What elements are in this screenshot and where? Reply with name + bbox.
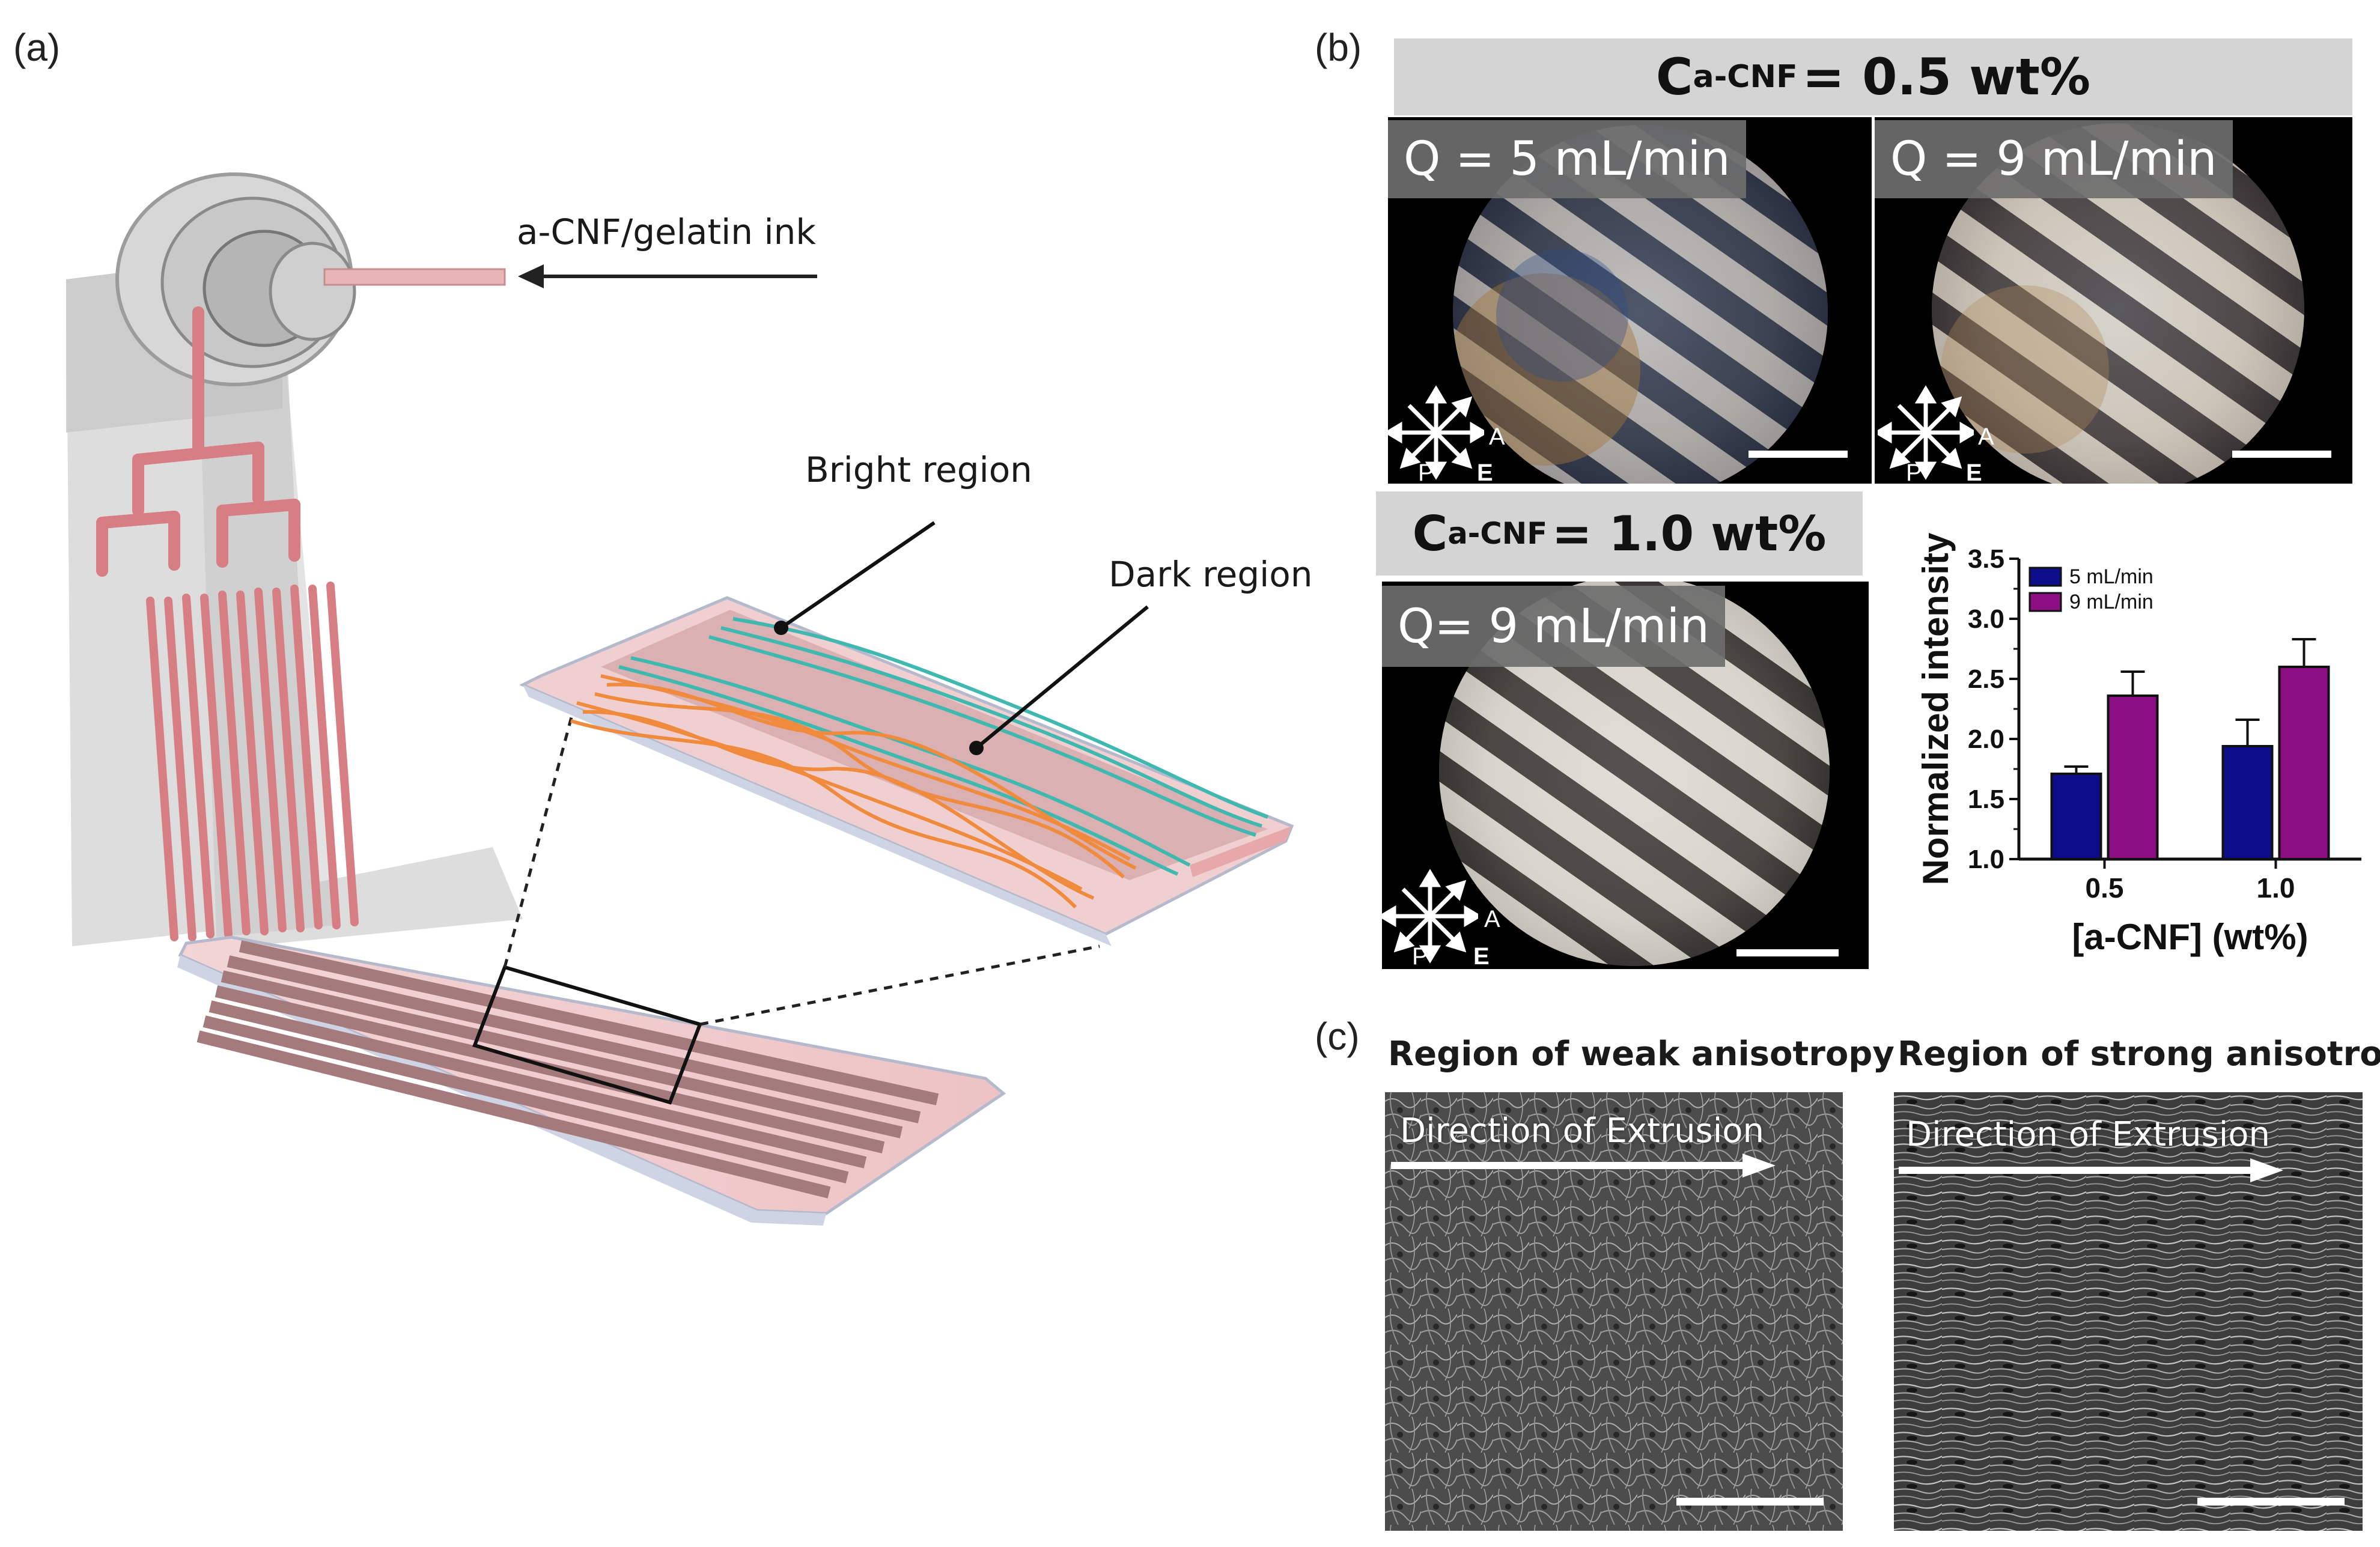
flow-rate-label-9-bottom: Q= 9 mL/min — [1382, 586, 1725, 667]
extrusion-arrow-strong — [1899, 1158, 2283, 1182]
polarizer-glyph-2 — [1878, 385, 1974, 480]
banner-sub: a-CNF — [1693, 59, 1798, 95]
sem-visual — [1894, 1092, 2363, 1531]
normalized-intensity-chart: 1.0 1.5 2.0 2.5 3.0 3.5 0.5 1.0 5 mL/min 9 mL/min… — [1916, 532, 2361, 957]
y-tick-label: 1.0 — [1968, 845, 2004, 874]
x-tick-label: 0.5 — [2086, 872, 2124, 904]
banner-suffix: = 0.5 wt% — [1802, 47, 2091, 106]
ink-label: a-CNF/gelatin ink — [517, 211, 816, 252]
flow-rate-label-9-top: Q = 9 mL/min — [1875, 120, 2233, 198]
distribution-channels — [96, 306, 300, 577]
y-tick-label: 3.0 — [1968, 604, 2004, 634]
panel-label-a: (a) — [13, 26, 61, 69]
banner-prefix: C — [1412, 505, 1448, 562]
banner-suffix: = 1.0 wt% — [1551, 505, 1827, 562]
zoom-strip — [519, 596, 1294, 946]
panel-label-c: (c) — [1315, 1015, 1360, 1058]
device-schematic — [66, 172, 1294, 1226]
flow-rate-label-5: Q = 5 mL/min — [1388, 120, 1746, 198]
parallel-channels — [146, 582, 359, 941]
polarizer-letter-p: P — [1412, 943, 1428, 970]
bar — [2050, 773, 2102, 860]
sem-image-strong — [1894, 1092, 2363, 1531]
polarizer-letter-e: E — [1477, 460, 1493, 486]
y-tick-label: 2.5 — [1968, 664, 2004, 694]
banner-sub: a-CNF — [1447, 516, 1548, 551]
polarizer-letter-e: E — [1473, 943, 1490, 970]
polarizer-glyph-3 — [1382, 869, 1478, 964]
bar — [2278, 666, 2330, 860]
polarizer-letter-a: A — [1978, 424, 1994, 450]
polarizer-letter-a: A — [1489, 424, 1505, 450]
legend-label: 5 mL/min — [2069, 565, 2153, 588]
polarizer-letter-a: A — [1484, 906, 1500, 932]
dark-region-label: Dark region — [1109, 554, 1313, 595]
extrusion-arrow-weak — [1391, 1153, 1776, 1178]
bar — [2221, 745, 2274, 860]
legend-swatch — [2028, 567, 2062, 587]
printed-filaments — [196, 940, 939, 1199]
bright-region-label: Bright region — [805, 449, 1032, 490]
x-axis-title: [a-CNF] (wt%) — [2072, 917, 2308, 957]
legend-swatch — [2028, 592, 2062, 612]
y-tick-label: 3.5 — [1968, 544, 2004, 574]
legend-label: 9 mL/min — [2069, 591, 2153, 613]
strong-anisotropy-title: Region of strong anisotropy — [1898, 1035, 2380, 1074]
dark-fibers — [570, 674, 1137, 909]
weak-anisotropy-title: Region of weak anisotropy — [1388, 1035, 1895, 1074]
polarizer-letter-p: P — [1906, 460, 1922, 486]
bar — [2107, 694, 2159, 860]
banner-prefix: C — [1655, 47, 1693, 106]
panel-label-b: (b) — [1315, 26, 1362, 69]
zoom-box — [472, 965, 702, 1105]
y-tick-label: 2.0 — [1968, 725, 2004, 754]
inlet-connector — [115, 172, 506, 386]
polarizer-glyph-1 — [1388, 385, 1484, 480]
extrusion-direction-label-weak: Direction of Extrusion — [1400, 1111, 1765, 1150]
ink-inlet-arrow — [518, 264, 817, 288]
polarizer-letter-e: E — [1966, 460, 1982, 486]
x-tick-label: 1.0 — [2257, 872, 2295, 904]
extrusion-direction-label-strong: Direction of Extrusion — [1906, 1115, 2271, 1154]
polarizer-letter-p: P — [1418, 460, 1434, 486]
y-axis-title: Normalized intensity — [1916, 532, 1956, 885]
y-tick-label: 1.5 — [1968, 785, 2004, 814]
